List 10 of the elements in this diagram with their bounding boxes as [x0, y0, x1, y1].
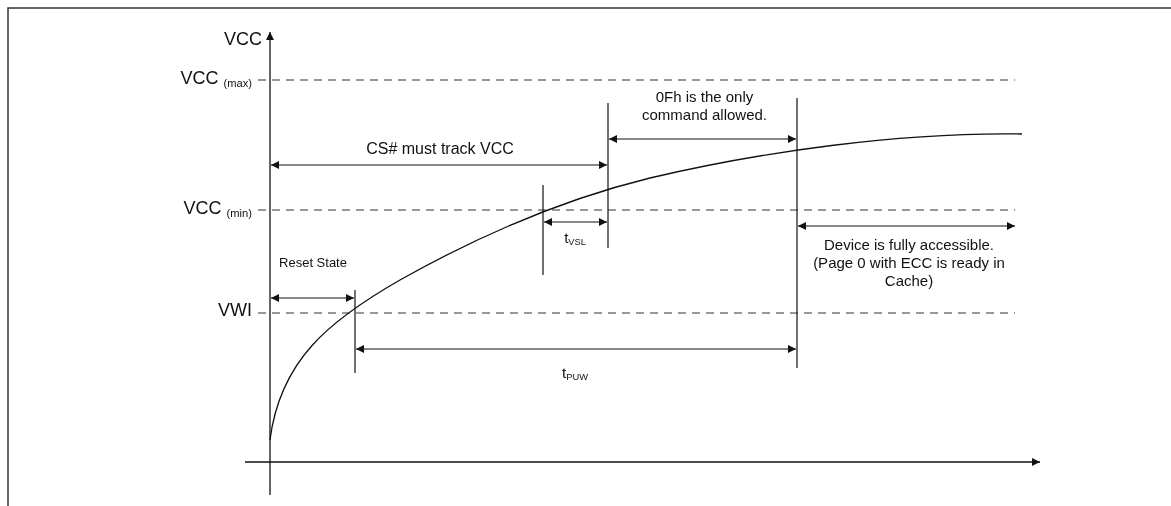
- timing-label: t$_{PUW}$: [561, 364, 589, 382]
- axis-label: VCC: [223, 29, 262, 51]
- timing-note: 0Fh is the only command allowed.: [640, 88, 769, 124]
- timing-note: Device is fully accessible. (Page 0 with ECC is ready in Cache): [812, 236, 1006, 290]
- level-label: VWI: [217, 300, 252, 322]
- level-label: VCC $_{(max)}$: [179, 68, 252, 90]
- timing-note: CS# must track VCC: [365, 139, 515, 159]
- timing-note: Reset State: [278, 255, 348, 271]
- timing-label: t$_{VSL}$: [563, 229, 587, 247]
- level-label: VCC $_{(min)}$: [182, 198, 252, 220]
